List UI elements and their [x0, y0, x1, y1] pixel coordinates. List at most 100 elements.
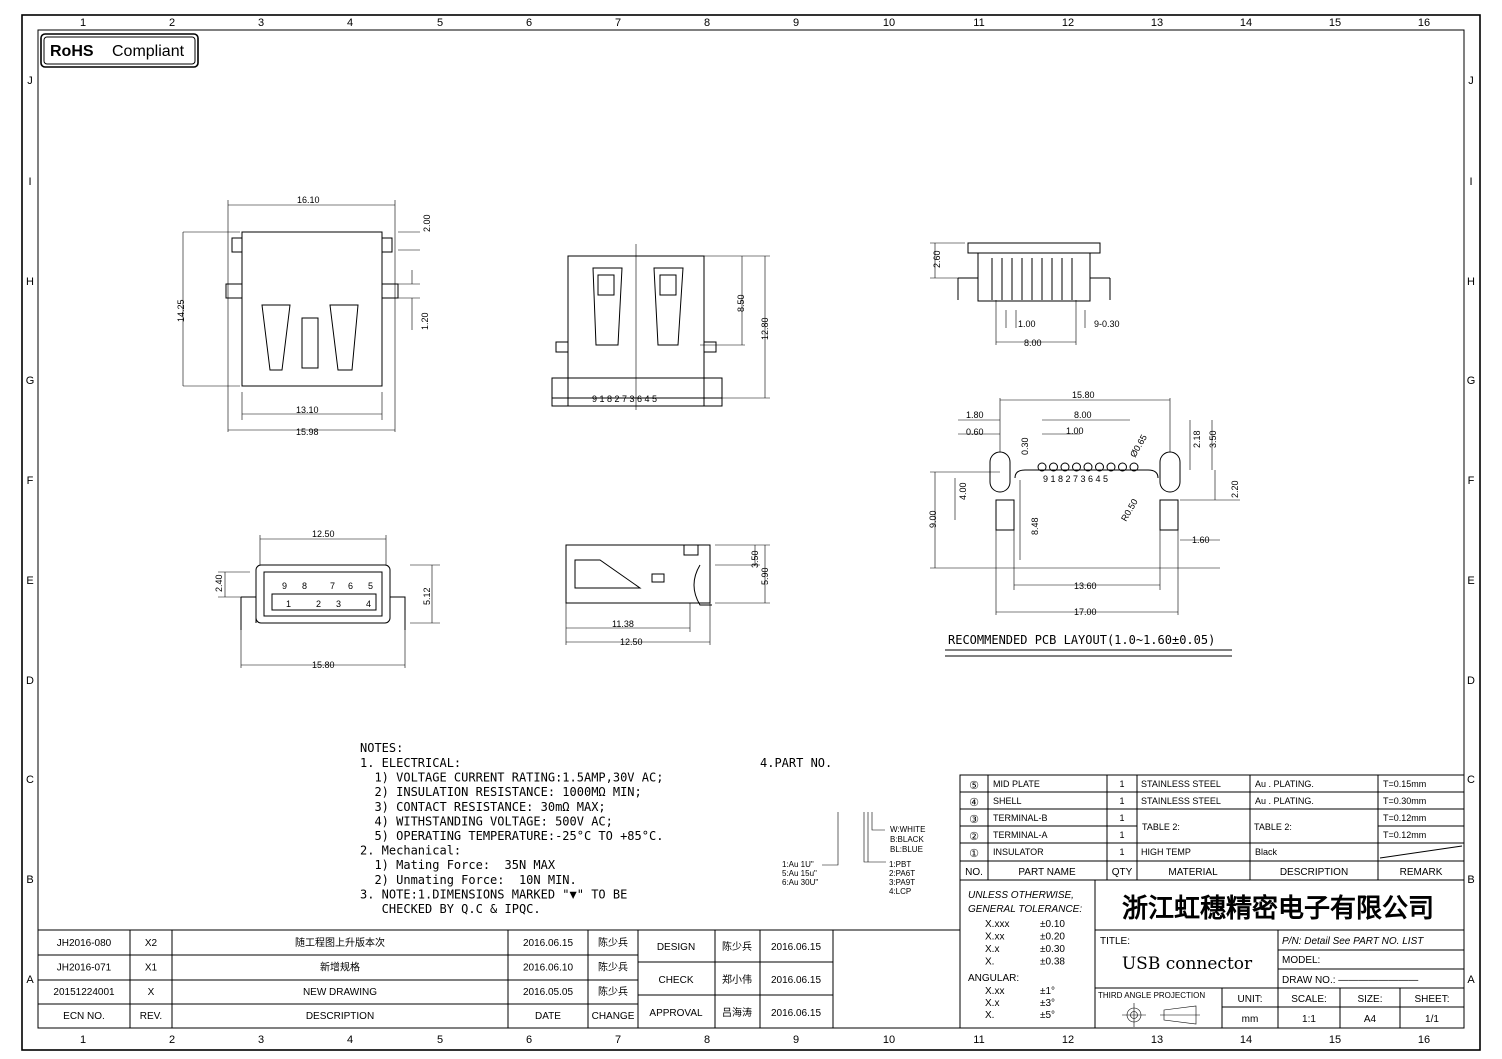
notes-heading: NOTES: — [360, 741, 403, 755]
grid-column-label: 6 — [526, 17, 532, 29]
grid-column-label: 4 — [347, 1034, 353, 1046]
dim-pitch: 1.00 — [1018, 319, 1036, 329]
company-name: 浙江虹穗精密电子有限公司 — [1122, 893, 1434, 924]
revision-header-date: DATE — [535, 1011, 561, 1022]
grid-column-label: 15 — [1329, 1034, 1341, 1046]
pin-number: 6 — [348, 581, 353, 591]
signoff-role: DESIGN — [657, 942, 695, 953]
part-name: INSULATOR — [993, 847, 1044, 857]
dim-contact-height: 8.50 — [736, 294, 746, 312]
unit-value: mm — [1242, 1014, 1259, 1025]
note-line: 2. Mechanical: — [360, 844, 461, 858]
dim-face-height: 5.12 — [422, 587, 432, 605]
parts-header-name: PART NAME — [1018, 867, 1076, 878]
front-pin-numbers: 9 1 8 2 7 3 6 4 5 — [592, 394, 657, 404]
revision-ecn: 20151224001 — [53, 987, 115, 998]
rohs-badge: RoHS Compliant — [40, 33, 199, 68]
pcb-dim-0: 15.80 — [1072, 390, 1095, 400]
revision-change: 陈少兵 — [598, 936, 628, 949]
grid-row-label: C — [1467, 774, 1475, 786]
grid-column-label: 5 — [437, 1034, 443, 1046]
part-remark: T=0.12mm — [1383, 813, 1426, 823]
pcb-pin-numbers: 9 1 8 2 7 3 6 4 5 — [1043, 474, 1108, 484]
note-line: 2) INSULATION RESISTANCE: 1000MΩ MIN; — [360, 785, 642, 799]
revision-header-ecn: ECN NO. — [63, 1011, 105, 1022]
grid-column-label: 1 — [80, 1034, 86, 1046]
note-line: 1) VOLTAGE CURRENT RATING:1.5AMP,30V AC; — [360, 771, 663, 785]
part-name: MID PLATE — [993, 779, 1040, 789]
grid-column-label: 2 — [169, 1034, 175, 1046]
material-option: 2:PA6T — [889, 869, 915, 878]
part-number-circle: ④ — [969, 797, 979, 809]
signoff-date: 2016.06.15 — [771, 1008, 821, 1019]
revision-rev: X2 — [145, 938, 158, 949]
signoff-date: 2016.06.15 — [771, 975, 821, 986]
grid-row-label: E — [26, 575, 33, 587]
part-description: TABLE 2: — [1254, 822, 1292, 832]
grid-row-label: G — [26, 375, 35, 387]
grid-row-label: B — [26, 874, 33, 886]
revision-description: 随工程图上升版本次 — [295, 936, 385, 949]
dim-side-overall-length: 12.50 — [620, 637, 643, 647]
part-remark: T=0.30mm — [1383, 796, 1426, 806]
tolerance-value: ±0.30 — [1040, 944, 1065, 955]
grid-row-label: F — [27, 475, 34, 487]
part-description: Au . PLATING. — [1255, 779, 1314, 789]
part-qty: 1 — [1119, 830, 1124, 840]
signoff-name: 吕海涛 — [722, 1006, 752, 1019]
scale-label: SCALE: — [1291, 994, 1327, 1005]
parts-header-material: MATERIAL — [1168, 867, 1218, 878]
revision-description: NEW DRAWING — [303, 987, 377, 998]
tolerance-value: ±0.38 — [1040, 957, 1065, 968]
grid-column-label: 2 — [169, 17, 175, 29]
plating-option: 1:Au 1U" — [782, 860, 814, 869]
side-view: 3.50 5.90 11.38 12.50 — [565, 544, 770, 647]
size-value: A4 — [1364, 1014, 1377, 1025]
revision-change: 陈少兵 — [598, 985, 628, 998]
top-view: 16.10 2.00 14.25 1.20 13.10 15.98 — [176, 195, 432, 437]
third-angle-projection-symbol-icon — [1122, 1003, 1200, 1027]
grid-column-label: 6 — [526, 1034, 532, 1046]
pcb-pad — [1083, 462, 1093, 472]
grid-row-label: E — [1467, 575, 1474, 587]
dim-face-offset: 2.40 — [214, 574, 224, 592]
part-material: STAINLESS STEEL — [1141, 779, 1221, 789]
tolerance-format: X.xxx — [985, 919, 1009, 930]
pin-number: 8 — [302, 581, 307, 591]
grid-column-label: 4 — [347, 17, 353, 29]
grid-column-label: 9 — [793, 1034, 799, 1046]
part-qty: 1 — [1119, 847, 1124, 857]
color-option: W:WHITE — [890, 825, 925, 834]
part-name: SHELL — [993, 796, 1022, 806]
part-qty: 1 — [1119, 813, 1124, 823]
pcb-dim-14: 1.60 — [1192, 535, 1210, 545]
dim-overall: 15.98 — [296, 427, 319, 437]
pin-number: 1 — [286, 599, 291, 609]
dim-face-overall: 15.80 — [312, 660, 335, 670]
color-option: B:BLACK — [890, 835, 924, 844]
drawing-title: USB connector — [1122, 954, 1253, 974]
grid-column-label: 8 — [704, 17, 710, 29]
notes: NOTES: 1. ELECTRICAL: 1) VOLTAGE CURRENT… — [360, 741, 663, 916]
grid-row-label: I — [1469, 176, 1472, 188]
part-qty: 1 — [1119, 779, 1124, 789]
parts-header-description: DESCRIPTION — [1280, 867, 1348, 878]
tolerance-format: X.x — [985, 944, 999, 955]
grid-column-label: 11 — [973, 1034, 984, 1046]
grid-row-label: H — [1467, 276, 1475, 288]
material-option: 1:PBT — [889, 860, 911, 869]
revision-date: 2016.05.05 — [523, 987, 573, 998]
note-line: 5) OPERATING TEMPERATURE:-25°C TO +85°C. — [360, 829, 663, 843]
front-view: 9 1 8 2 7 3 6 4 5 8.50 12.80 — [551, 244, 770, 410]
note-line: 3. NOTE:1.DIMENSIONS MARKED "▼" TO BE — [360, 887, 627, 901]
part-material: TABLE 2: — [1142, 822, 1180, 832]
dim-face-width: 12.50 — [312, 529, 335, 539]
revision-change: 陈少兵 — [598, 961, 628, 974]
dim-tab-width: 1.20 — [420, 312, 430, 330]
tolerance-value: ±0.10 — [1040, 919, 1065, 930]
revision-rev: X — [148, 987, 155, 998]
sheet-label: SHEET: — [1414, 994, 1449, 1005]
material-option: 3:PA9T — [889, 878, 915, 887]
grid-row-label: B — [1467, 874, 1474, 886]
